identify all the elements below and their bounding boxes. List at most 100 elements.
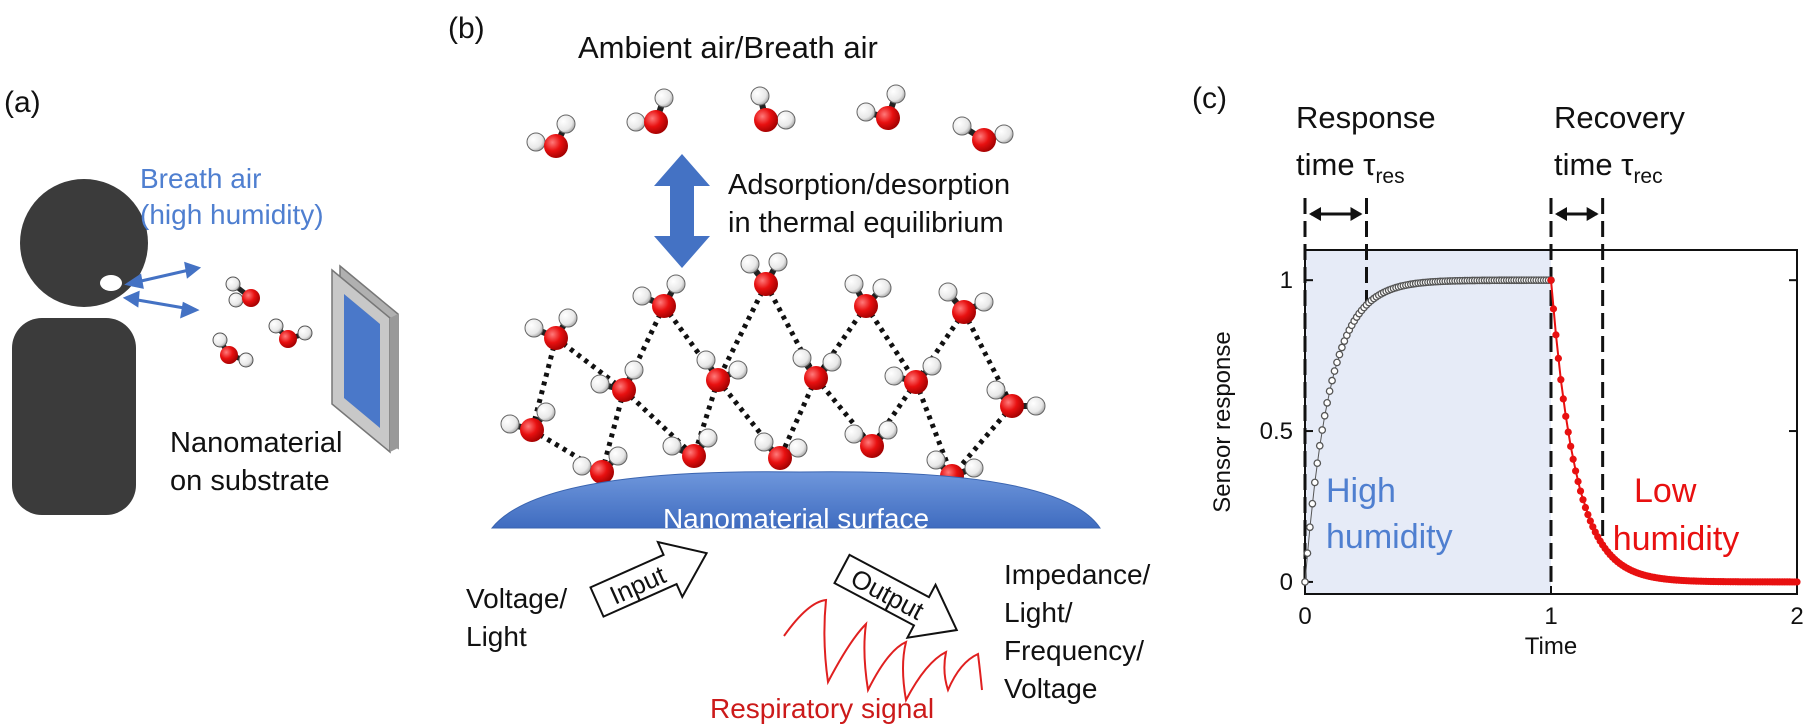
output-arrow-label: Output <box>846 563 930 626</box>
y-tick-label: 0 <box>1280 569 1293 596</box>
data-point <box>1338 343 1346 352</box>
water-molecule-icon <box>662 428 718 468</box>
y-tick-label: 1 <box>1280 267 1293 294</box>
voltage-output-label: Voltage <box>1004 673 1097 704</box>
adsorbed-water-layer <box>500 252 1046 488</box>
adsorption-label: Adsorption/desorption <box>728 169 1010 201</box>
panel-c: (c) Response time τres Recovery time τre… <box>1192 82 1804 660</box>
data-point <box>1579 496 1587 504</box>
breath-air-humidity-label: (high humidity) <box>140 199 324 230</box>
high-humidity-label-2: humidity <box>1326 518 1453 556</box>
water-molecule-icon <box>884 356 942 394</box>
low-humidity-label-2: humidity <box>1613 520 1740 558</box>
x-axis-label: Time <box>1525 633 1577 660</box>
surface-label: Nanomaterial surface <box>663 503 929 534</box>
data-point <box>1549 305 1558 313</box>
ambient-air-title: Ambient air/Breath air <box>578 30 878 65</box>
person-icon <box>12 179 148 515</box>
hydrogen-bond-line <box>777 376 819 460</box>
water-molecule-icon <box>572 446 628 484</box>
impedance-label: Impedance/ <box>1004 559 1151 590</box>
data-point <box>1325 387 1334 396</box>
data-point <box>1310 478 1319 487</box>
data-point <box>1564 428 1572 436</box>
data-point <box>1328 376 1336 385</box>
axis-ticks: 0 1 2 0 0.5 1 <box>1260 267 1804 630</box>
data-point <box>1301 578 1309 586</box>
high-humidity-label: High <box>1326 472 1396 510</box>
data-point <box>1793 578 1801 586</box>
gas-phase-molecules <box>526 84 1014 158</box>
data-point <box>1308 499 1317 508</box>
tau-markers <box>1303 198 1605 582</box>
tau-arrowhead <box>1350 207 1363 221</box>
recovery-tau-label: time τrec <box>1554 147 1663 188</box>
panel-b: (b) Ambient air/Breath air Adsorption/de… <box>448 12 1151 724</box>
water-molecule-icon <box>632 274 686 318</box>
data-point <box>1335 350 1344 359</box>
respiratory-signal-icon <box>783 598 983 704</box>
water-molecule-icon <box>750 86 796 132</box>
output-arrow-icon: Output <box>833 553 959 640</box>
data-point <box>1554 354 1562 362</box>
water-molecule-icon <box>696 350 748 392</box>
hydrogen-bond-line <box>622 388 696 458</box>
breath-air-label: Breath air <box>140 163 261 194</box>
data-point <box>1315 441 1324 450</box>
water-molecule-icon <box>844 274 892 318</box>
data-point <box>1567 442 1575 450</box>
water-molecule-icon <box>268 318 313 348</box>
hydrogen-bond-line <box>661 304 721 382</box>
data-point <box>1574 477 1582 486</box>
water-molecule-icon <box>952 116 1014 152</box>
data-point <box>1303 549 1312 558</box>
hydrogen-bond-line <box>529 337 559 431</box>
hydrogen-bond-line <box>554 336 626 392</box>
water-molecule-icon <box>856 84 906 130</box>
high-humidity-shaded-region <box>1305 250 1551 594</box>
water-molecule-icon <box>590 360 644 402</box>
data-point <box>1557 376 1565 384</box>
hydrogen-bond-line <box>814 376 874 448</box>
substrate-panel-icon <box>331 264 399 454</box>
data-point <box>1318 426 1327 434</box>
tau-arrowhead <box>1586 207 1599 221</box>
data-point <box>1572 467 1580 475</box>
water-molecule-icon <box>792 348 842 390</box>
data-point <box>1306 523 1314 532</box>
hydrogen-bond-line <box>621 304 667 392</box>
water-molecule-icon <box>626 88 674 134</box>
substrate-label: on substrate <box>170 465 330 497</box>
x-tick-label: 2 <box>1790 603 1803 630</box>
data-point <box>1581 503 1590 512</box>
data-point <box>1586 517 1594 525</box>
hydrogen-bond-line <box>691 379 721 457</box>
data-point <box>1320 411 1329 420</box>
tau-arrowhead <box>1309 207 1321 221</box>
data-point <box>1562 412 1570 420</box>
series-low-humidity <box>1547 276 1801 586</box>
data-point <box>1323 399 1331 407</box>
panel-c-label: (c) <box>1192 82 1227 115</box>
data-point <box>1569 455 1577 463</box>
hydrogen-bond-line <box>530 427 604 475</box>
y-tick-label: 0.5 <box>1260 418 1293 445</box>
data-point <box>1584 510 1592 519</box>
thermal-equilibrium-label: in thermal equilibrium <box>728 207 1004 239</box>
panel-a: (a) Breath air (high humidity) <box>4 86 399 515</box>
hydrogen-bond-line <box>913 381 955 477</box>
data-point <box>1313 459 1322 468</box>
water-molecule-icon <box>526 114 576 158</box>
response-tau-label: time τres <box>1296 147 1405 188</box>
water-molecule-icon <box>754 432 808 470</box>
water-molecule-icon <box>500 402 556 442</box>
data-point <box>1559 395 1567 403</box>
x-tick-label: 0 <box>1298 603 1311 630</box>
x-tick-label: 1 <box>1544 603 1557 630</box>
breath-arrows-icon <box>122 261 202 319</box>
light-label: Light <box>466 621 527 652</box>
data-point <box>1547 276 1555 284</box>
voltage-light-label: Voltage/ <box>466 583 567 614</box>
